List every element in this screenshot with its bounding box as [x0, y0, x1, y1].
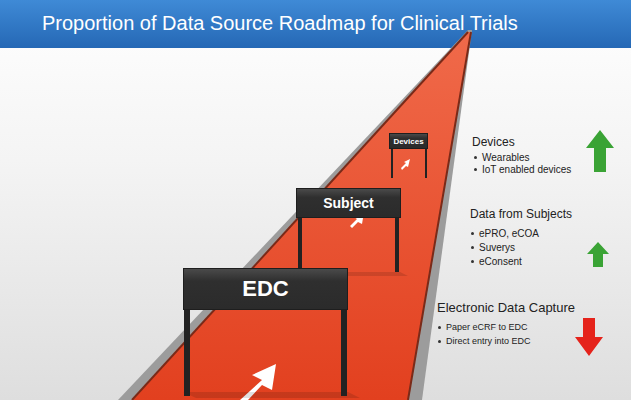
slide-title: Proportion of Data Source Roadmap for Cl…: [42, 12, 518, 35]
bullet-item: Wearables: [482, 152, 530, 163]
bullet-dot: [474, 156, 477, 159]
sign-text: EDC: [242, 276, 288, 302]
road-sign: Subject: [296, 188, 401, 218]
sign-text: Subject: [323, 195, 374, 211]
bullet-item: ePRO, eCOA: [479, 228, 539, 239]
bullet-item: IoT enabled devices: [482, 164, 571, 175]
bullet-dot: [438, 340, 441, 343]
bullet-item: eConsent: [479, 256, 522, 267]
bullet-dot: [471, 246, 474, 249]
group-heading: Devices: [472, 135, 515, 149]
bullet-dot: [471, 232, 474, 235]
bullet-item: Direct entry into EDC: [446, 336, 531, 346]
bullet-item: Suverys: [479, 242, 515, 253]
group-heading: Data from Subjects: [470, 207, 572, 221]
bullet-dot: [471, 260, 474, 263]
bullet-item: Paper eCRF to EDC: [446, 322, 528, 332]
road-sign: EDC: [183, 268, 348, 310]
group-heading: Electronic Data Capture: [437, 300, 575, 315]
bullet-dot: [438, 326, 441, 329]
bullet-dot: [474, 168, 477, 171]
road-sign: Devices: [389, 133, 428, 149]
sign-text: Devices: [393, 137, 423, 146]
